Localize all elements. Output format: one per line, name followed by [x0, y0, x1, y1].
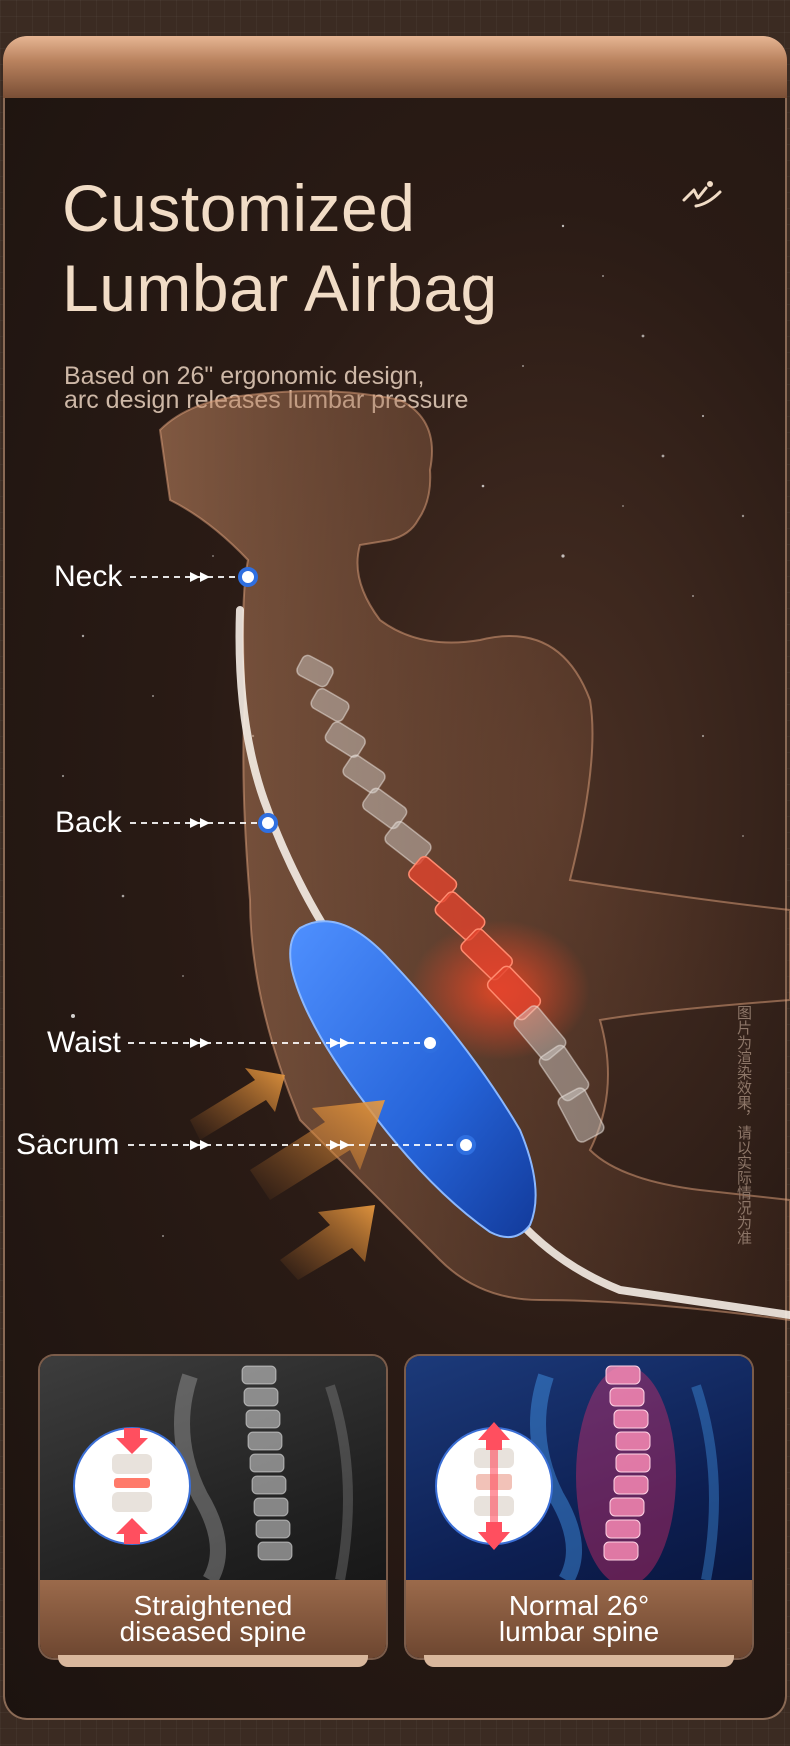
callout-arrowheads [190, 572, 350, 1150]
panel-caption-diseased: Straightened diseased spine [40, 1580, 386, 1658]
point-markers [238, 567, 476, 1155]
card-top-bar [3, 36, 787, 98]
comparison-panel-normal: Normal 26° lumbar spine [406, 1356, 752, 1658]
label-neck: Neck [54, 560, 123, 593]
lumbar-airbag [289, 920, 537, 1239]
spine-illustration [296, 654, 605, 1143]
compression-arrow-icon [116, 1428, 148, 1544]
label-back: Back [55, 806, 122, 839]
diseased-spine-illustration [73, 1365, 353, 1580]
brand-logo-icon [682, 181, 722, 208]
panel-caption-normal: Normal 26° lumbar spine [406, 1580, 752, 1658]
subtitle-line-1: Based on 26" ergonomic design, [64, 362, 425, 390]
page-title: Customized Lumbar Airbag [62, 168, 498, 328]
expansion-arrow-icon [478, 1422, 510, 1550]
render-disclaimer: 图片为渲染效果，请以实际情况为准 [735, 1005, 752, 1245]
normal-spine-illustration [435, 1365, 719, 1580]
comparison-panel-diseased: Straightened diseased spine [40, 1356, 386, 1658]
vertebra-icon [73, 1427, 191, 1545]
label-waist: Waist [47, 1026, 121, 1059]
panel-base-right [424, 1655, 734, 1667]
caption-normal-line-2: lumbar spine [498, 1616, 660, 1647]
caption-diseased-line-2: diseased spine [119, 1616, 307, 1647]
title-line-2: Lumbar Airbag [62, 251, 498, 325]
caption-diseased-line-1: Straightened [133, 1590, 293, 1621]
caption-normal-line-1: Normal 26° [508, 1590, 650, 1621]
label-sacrum: Sacrum [16, 1128, 120, 1161]
airflow-arrow-icon [190, 1068, 385, 1280]
panel-base-left [58, 1655, 368, 1667]
title-line-1: Customized [62, 171, 416, 245]
